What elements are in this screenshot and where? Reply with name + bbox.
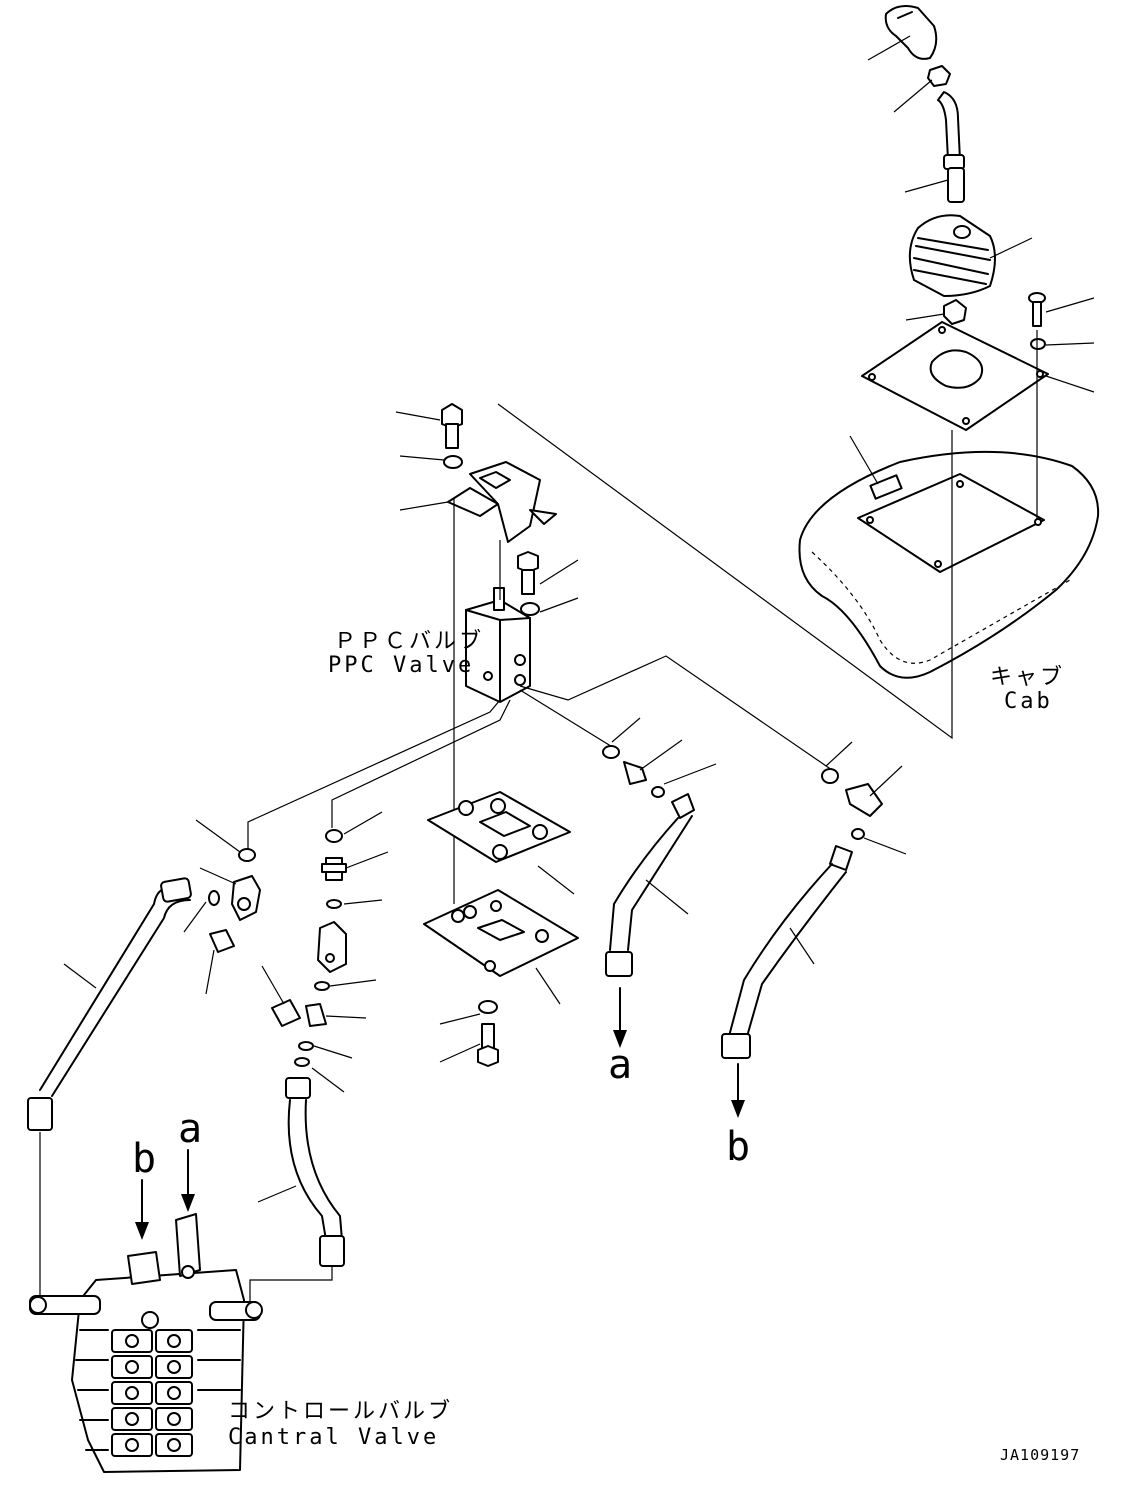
control-valve-label-en: Cantral Valve [228, 1425, 439, 1450]
lever-rod [937, 91, 965, 203]
o-ring-center-4 [298, 1041, 314, 1051]
tee-block [317, 921, 347, 973]
drawing-code: JA109197 [1000, 1446, 1080, 1464]
elbow-fitting-right [845, 783, 883, 817]
cover-bolt [1028, 292, 1046, 327]
o-ring-center-2 [326, 899, 342, 909]
ppc-bracket [447, 461, 557, 543]
o-ring-right-3 [821, 768, 839, 784]
boot-nut [943, 299, 967, 325]
gasket-plate [427, 791, 571, 863]
o-ring-right-2 [651, 786, 665, 798]
mount-washer [478, 1000, 498, 1014]
adapter-center [321, 857, 347, 881]
mount-plate [423, 889, 579, 977]
adapter-right-1 [623, 761, 647, 785]
bracket-bolt-top [441, 403, 463, 449]
ppc-valve-label-jp: ＰＰＣバルブ [334, 629, 484, 654]
o-ring-right-4 [851, 828, 865, 840]
control-valve [29, 1213, 263, 1473]
control-valve-label-jp: コントロールバルブ [228, 1399, 453, 1424]
ppc-valve-label-en: PPC Valve [328, 653, 474, 678]
o-ring-right-1 [602, 745, 620, 759]
cover-washer [1030, 338, 1046, 350]
marker-a-top: a [178, 1106, 202, 1152]
valve-bolt [517, 551, 539, 595]
lever-boot [908, 214, 996, 297]
o-ring-center-1 [325, 829, 343, 843]
mount-bolt [477, 1023, 499, 1067]
o-ring-center-5 [294, 1057, 310, 1067]
hose-right-a [605, 793, 695, 977]
marker-a-bottom: a [608, 1042, 632, 1088]
marker-b-bottom: b [726, 1124, 750, 1170]
cab-console [798, 450, 1100, 679]
hose-right-b [721, 845, 853, 1059]
cab-label-jp: キャブ [990, 665, 1065, 690]
marker-b-top: b [132, 1136, 156, 1182]
hose-left [27, 877, 192, 1131]
lever-nut [927, 65, 951, 87]
o-ring-left-1 [238, 848, 256, 862]
cab-label-en: Cab [1004, 689, 1053, 714]
lever-knob [884, 5, 938, 60]
o-ring-left-2 [208, 890, 220, 906]
o-ring-center-3 [314, 981, 330, 991]
fitting-center [305, 1003, 327, 1027]
elbow-fitting-left [231, 875, 261, 921]
sensor-connector [271, 999, 301, 1027]
cover-plate [861, 321, 1049, 431]
bracket-washer [443, 455, 463, 469]
connector-left [209, 929, 235, 953]
hose-center [285, 1077, 345, 1267]
valve-washer [520, 602, 540, 616]
